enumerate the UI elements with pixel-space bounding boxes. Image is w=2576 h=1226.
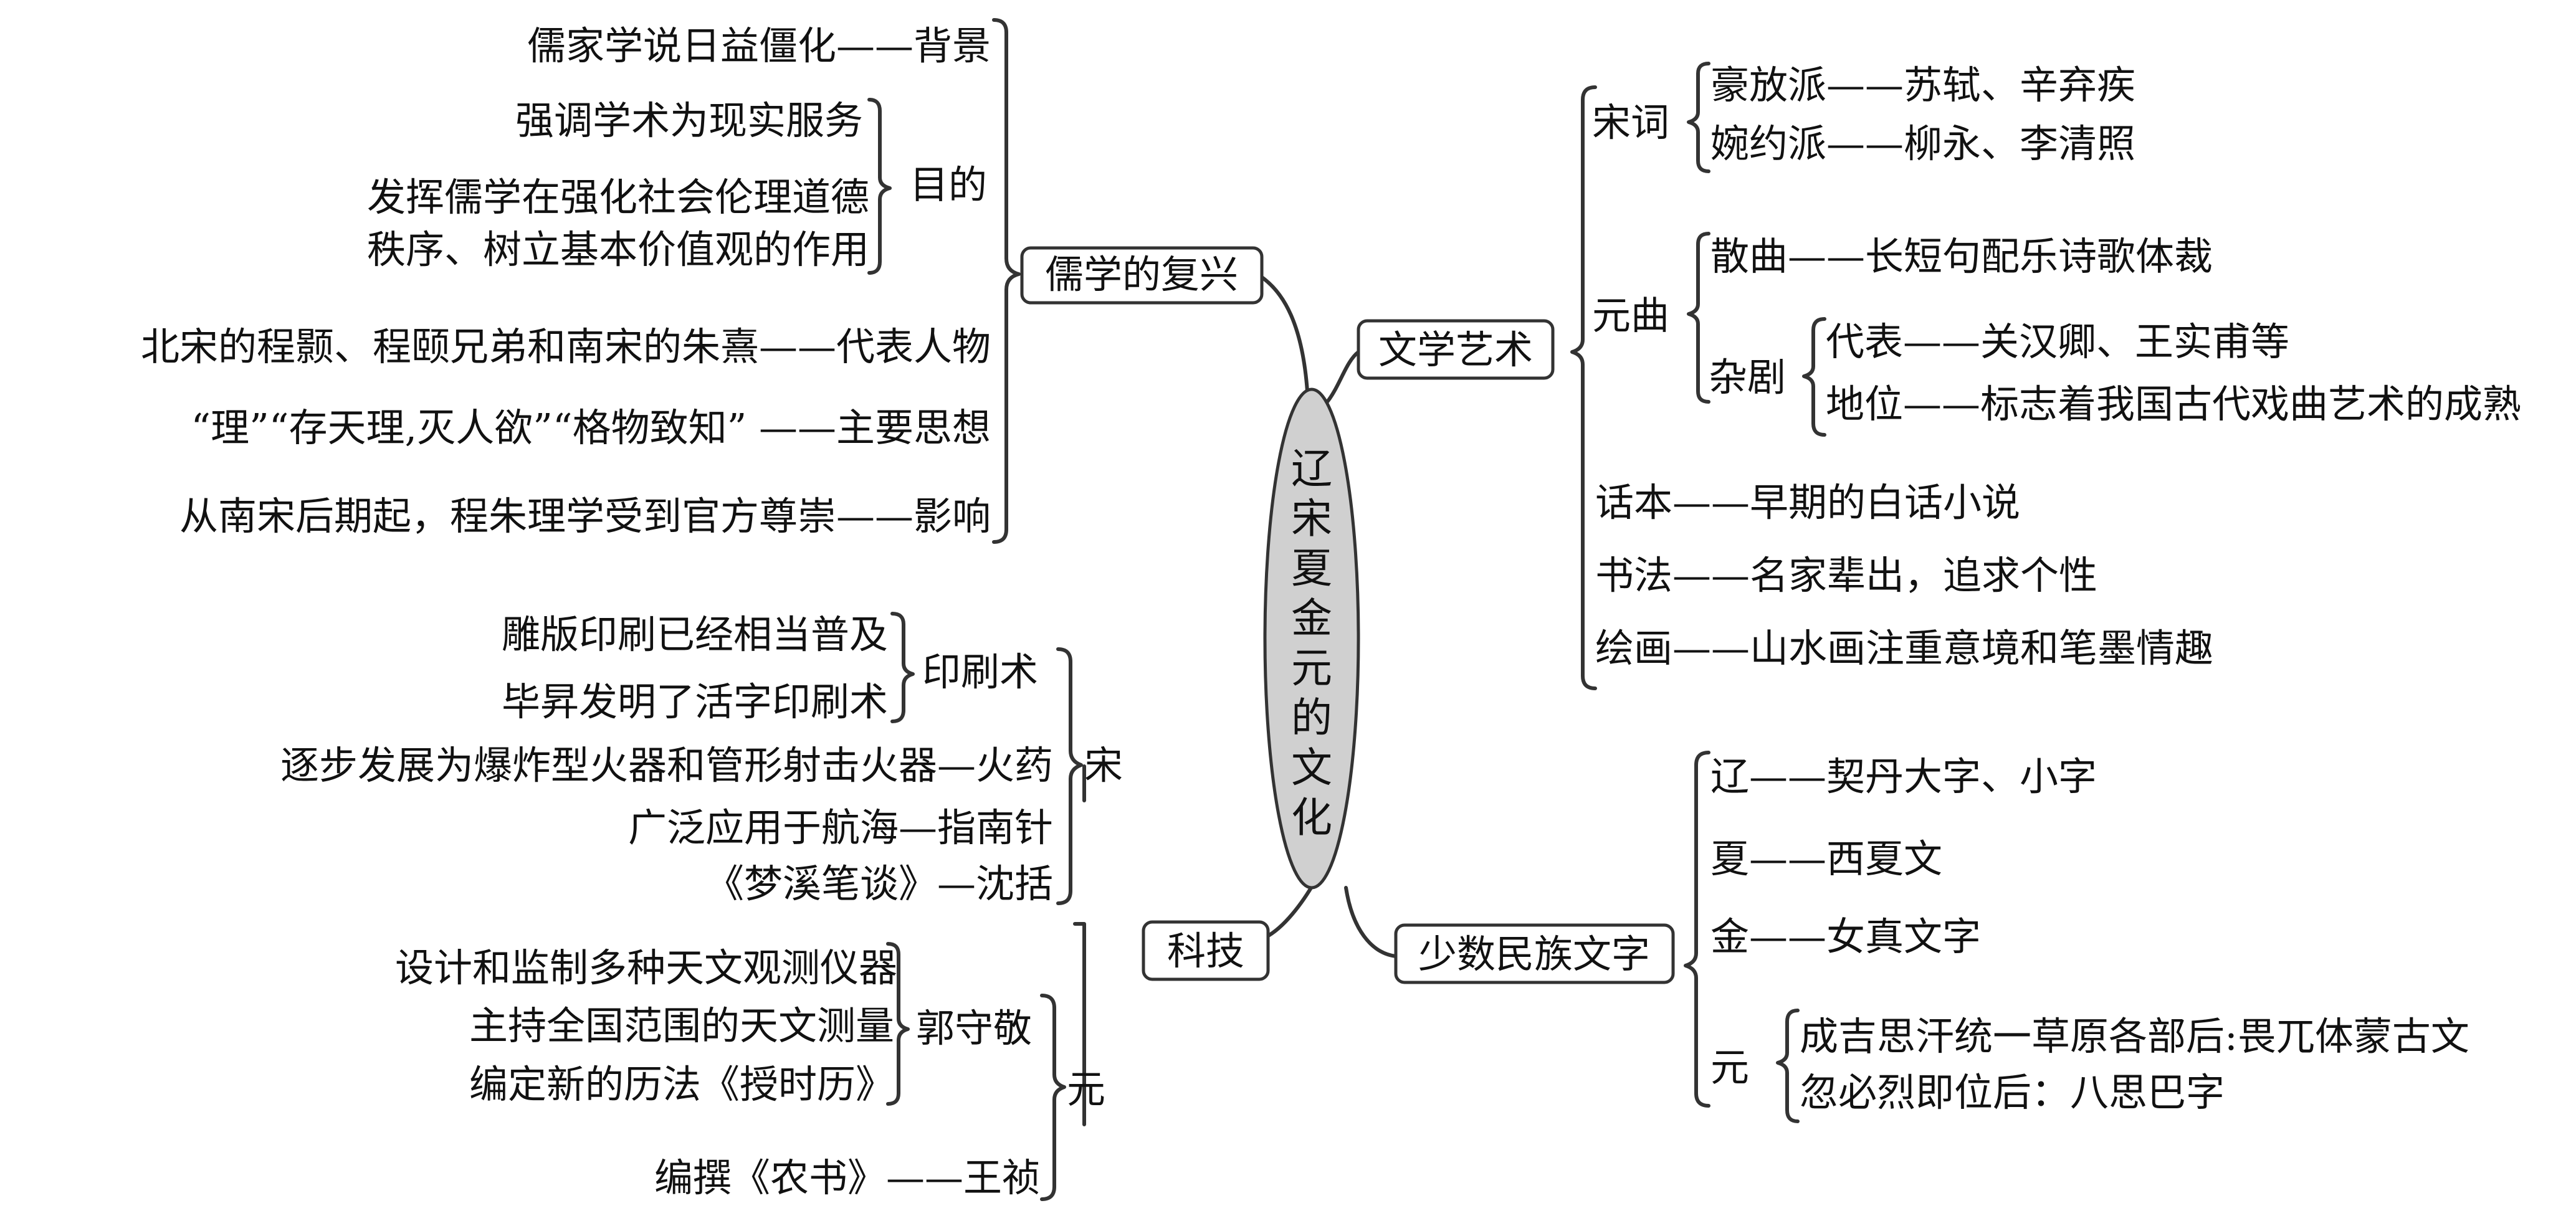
center-char: 宋 [1291, 495, 1332, 543]
brace-minzu-yuan [1776, 1009, 1800, 1123]
keji-mengxi: 《梦溪笔谈》—沈括 [705, 861, 1053, 906]
keji-print-2: 毕昇发明了活字印刷术 [502, 679, 888, 725]
rujia-purpose-label: 目的 [910, 162, 987, 207]
wenxue-zaju-rep: 代表——关汉卿、王实甫等 [1826, 319, 2289, 364]
wenxue-label: 文学艺术 [1378, 327, 1533, 373]
center-char: 辽 [1291, 445, 1332, 493]
keji-yuan: 元 [1067, 1067, 1105, 1112]
center-char: 化 [1291, 794, 1332, 842]
minzu-label: 少数民族文字 [1418, 931, 1650, 977]
connectors [867, 18, 1826, 1201]
wenxue-huihua: 绘画——山水画注重意境和笔墨情趣 [1595, 625, 2213, 671]
connector-rujia [1260, 275, 1309, 393]
rujia-purpose-2a: 发挥儒学在强化社会伦理道德 [367, 174, 869, 220]
rujia-label: 儒学的复兴 [1045, 252, 1238, 297]
wenxue-wanyue: 婉约派——柳永、李清照 [1710, 121, 2135, 166]
wenxue-haofang: 豪放派——苏轼、辛弃疾 [1710, 62, 2135, 108]
connector-minzu [1344, 886, 1398, 958]
connector-wenxue [1325, 350, 1360, 404]
connector-keji [1263, 880, 1317, 939]
minzu-box [1394, 923, 1675, 984]
keji-guo-2: 主持全国范围的天文测量 [469, 1003, 894, 1048]
wenxue-huaben: 话本——早期的白话小说 [1595, 480, 2020, 525]
brace-purpose [867, 98, 892, 275]
bracket-keji [1073, 922, 1086, 1126]
keji-compass: 广泛应用于航海—指南针 [628, 805, 1053, 850]
center-char: 夏 [1291, 544, 1332, 592]
rujia-box [1020, 246, 1264, 305]
keji-guo-1: 设计和监制多种天文观测仪器 [395, 945, 897, 991]
brace-yuanqu [1687, 232, 1710, 404]
brace-song [1056, 647, 1083, 905]
brace-guo [886, 942, 910, 1106]
rujia-influence: 从南宋后期起，程朱理学受到官方尊崇——影响 [179, 493, 991, 539]
minzu-yuan-1: 成吉思汗统一草原各部后:畏兀体蒙古文 [1800, 1014, 2469, 1059]
minzu-liao: 辽——契丹大字、小字 [1710, 754, 2097, 799]
keji-song: 宋 [1084, 743, 1123, 788]
wenxue-zaju-status: 地位——标志着我国古代戏曲艺术的成熟 [1826, 381, 2521, 427]
rujia-purpose-1: 强调学术为现实服务 [515, 98, 863, 143]
minzu-yuan: 元 [1710, 1045, 1749, 1090]
minzu-xia: 夏——西夏文 [1710, 836, 1942, 881]
center-title: 辽 宋 夏 金 元 的 文 化 [1291, 445, 1332, 842]
wenxue-yuanqu: 元曲 [1592, 293, 1669, 338]
rujia-representatives: 北宋的程颢、程颐兄弟和南宋的朱熹——代表人物 [141, 324, 991, 369]
rujia-main-idea: “理”“存天理,灭人欲”“格物致知” ——主要思想 [191, 405, 991, 450]
brace-wenxue [1570, 85, 1597, 690]
center-char: 元 [1291, 644, 1332, 692]
brace-minzu [1684, 751, 1710, 1108]
wenxue-sanqu: 散曲——长短句配乐诗歌体裁 [1710, 234, 2213, 279]
keji-guo: 郭守敬 [916, 1005, 1032, 1051]
keji-guo-3: 编定新的历法《授时历》 [469, 1062, 894, 1107]
wenxue-songci: 宋词 [1592, 100, 1669, 145]
brace-yinshua [890, 612, 915, 723]
keji-label: 科技 [1167, 928, 1244, 974]
center-char: 金 [1291, 594, 1332, 642]
keji-gunpowder: 逐步发展为爆炸型火器和管形射击火器—火药 [280, 743, 1053, 788]
wenxue-shufa: 书法——名家辈出，追求个性 [1595, 553, 2097, 598]
keji-nongshu: 编撰《农书》——王祯 [654, 1155, 1041, 1200]
center-char: 文 [1291, 744, 1332, 792]
rujia-background: 儒家学说日益僵化——背景 [527, 23, 991, 69]
keji-box [1142, 920, 1270, 981]
rujia-purpose-2b: 秩序、树立基本价值观的作用 [367, 227, 869, 272]
keji-print-1: 雕版印刷已经相当普及 [502, 612, 888, 657]
wenxue-box [1357, 319, 1555, 380]
center-oval [1263, 387, 1360, 890]
brace-yuan [1040, 994, 1066, 1201]
wenxue-zaju: 杂剧 [1709, 354, 1786, 400]
minzu-jin: 金——女真文字 [1710, 914, 1981, 959]
brace-songci [1687, 62, 1710, 173]
brace-rujia [992, 18, 1021, 544]
minzu-yuan-2: 忽必烈即位后：八思巴字 [1800, 1070, 2225, 1115]
center-char: 的 [1291, 694, 1332, 742]
keji-printing: 印刷术 [922, 649, 1038, 695]
brace-zaju [1802, 317, 1826, 437]
